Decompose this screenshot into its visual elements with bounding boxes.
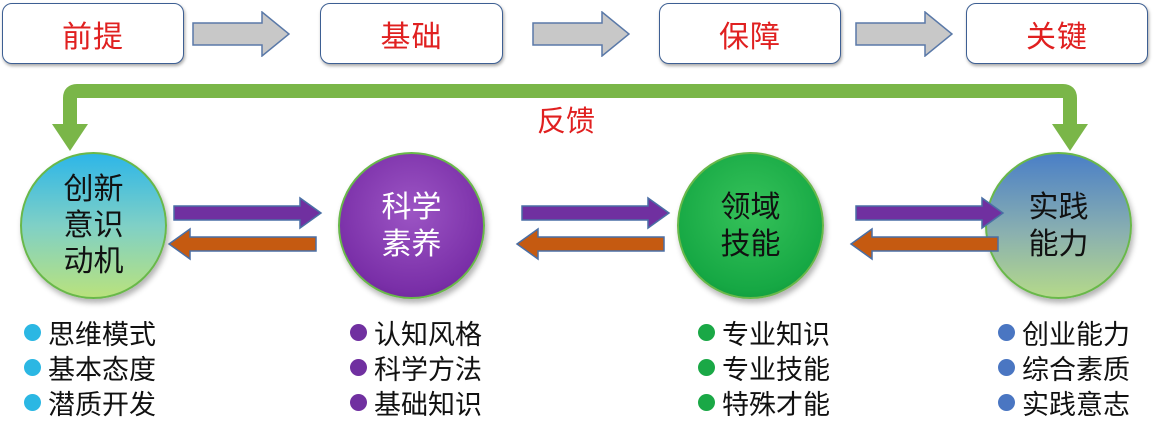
bullet-dot-icon xyxy=(350,394,367,411)
list-item: 认知风格 xyxy=(350,315,482,351)
flow-arrow-1 xyxy=(192,11,290,57)
list-item-text: 认知风格 xyxy=(374,320,482,351)
step-label: 关键 xyxy=(1026,19,1088,55)
list-item-text: 专业知识 xyxy=(722,320,830,351)
feedback-loop-arrow xyxy=(52,84,1088,151)
circle-line: 技能 xyxy=(720,226,781,262)
list-domain-skills: 专业知识 专业技能 特殊才能 xyxy=(698,315,830,421)
list-item-text: 科学方法 xyxy=(374,355,482,386)
list-item: 基本态度 xyxy=(24,350,156,386)
bullet-dot-icon xyxy=(998,359,1015,376)
feedback-label: 反馈 xyxy=(537,104,596,138)
circle-domain-skills: 领域技能 xyxy=(677,152,824,299)
circle-line: 素养 xyxy=(381,226,442,262)
bullet-dot-icon xyxy=(350,324,367,341)
bullet-dot-icon xyxy=(24,359,41,376)
step-foundation-box: 基础 xyxy=(320,3,503,64)
bullet-dot-icon xyxy=(24,394,41,411)
list-item-text: 综合素质 xyxy=(1022,355,1130,386)
list-scientific-literacy: 认知风格 科学方法 基础知识 xyxy=(350,315,482,421)
step-label: 保障 xyxy=(719,19,781,55)
circle-line: 科学 xyxy=(381,189,442,225)
step-label: 基础 xyxy=(380,19,443,55)
flow-arrow-2 xyxy=(532,11,630,57)
flow-arrow-3 xyxy=(855,11,953,57)
list-innovation-motivation: 思维模式 基本态度 潜质开发 xyxy=(24,315,156,421)
list-item: 专业技能 xyxy=(698,350,830,386)
bullet-dot-icon xyxy=(350,359,367,376)
bullet-dot-icon xyxy=(698,394,715,411)
list-item: 潜质开发 xyxy=(24,385,156,421)
bullet-dot-icon xyxy=(998,394,1015,411)
circle-line: 动机 xyxy=(63,243,124,279)
list-item-text: 思维模式 xyxy=(48,320,156,351)
list-item-text: 实践意志 xyxy=(1022,390,1130,421)
list-item: 特殊才能 xyxy=(698,385,830,421)
list-item-text: 创业能力 xyxy=(1022,320,1130,351)
step-key-box: 关键 xyxy=(966,3,1148,64)
step-guarantee-box: 保障 xyxy=(659,3,841,64)
circle-line: 创新 xyxy=(63,171,124,207)
list-item: 思维模式 xyxy=(24,315,156,351)
step-premise-box: 前提 xyxy=(2,3,184,64)
list-item-text: 特殊才能 xyxy=(722,390,830,421)
bullet-dot-icon xyxy=(698,359,715,376)
list-item-text: 潜质开发 xyxy=(48,390,156,421)
list-item: 实践意志 xyxy=(998,385,1130,421)
bullet-dot-icon xyxy=(998,324,1015,341)
list-item: 基础知识 xyxy=(350,385,482,421)
connector-pair-2 xyxy=(515,196,671,261)
list-item: 科学方法 xyxy=(350,350,482,386)
list-item-text: 基础知识 xyxy=(374,390,482,421)
bullet-dot-icon xyxy=(24,324,41,341)
list-item: 创业能力 xyxy=(998,315,1130,351)
list-item-text: 基本态度 xyxy=(48,355,156,386)
circle-line: 领域 xyxy=(720,189,781,225)
circle-scientific-literacy: 科学素养 xyxy=(338,152,485,299)
circle-line: 意识 xyxy=(63,207,124,243)
step-label: 前提 xyxy=(62,19,124,55)
list-item: 综合素质 xyxy=(998,350,1130,386)
list-practical-ability: 创业能力 综合素质 实践意志 xyxy=(998,315,1130,421)
bullet-dot-icon xyxy=(698,324,715,341)
circle-line: 实践 xyxy=(1028,189,1089,225)
list-item: 专业知识 xyxy=(698,315,830,351)
connector-pair-1 xyxy=(167,196,323,261)
circle-innovation-motivation: 创新意识动机 xyxy=(20,152,167,299)
connector-pair-3 xyxy=(849,196,1005,261)
circle-line: 能力 xyxy=(1028,226,1089,262)
list-item-text: 专业技能 xyxy=(722,355,830,386)
circle-practical-ability: 实践能力 xyxy=(985,152,1132,299)
